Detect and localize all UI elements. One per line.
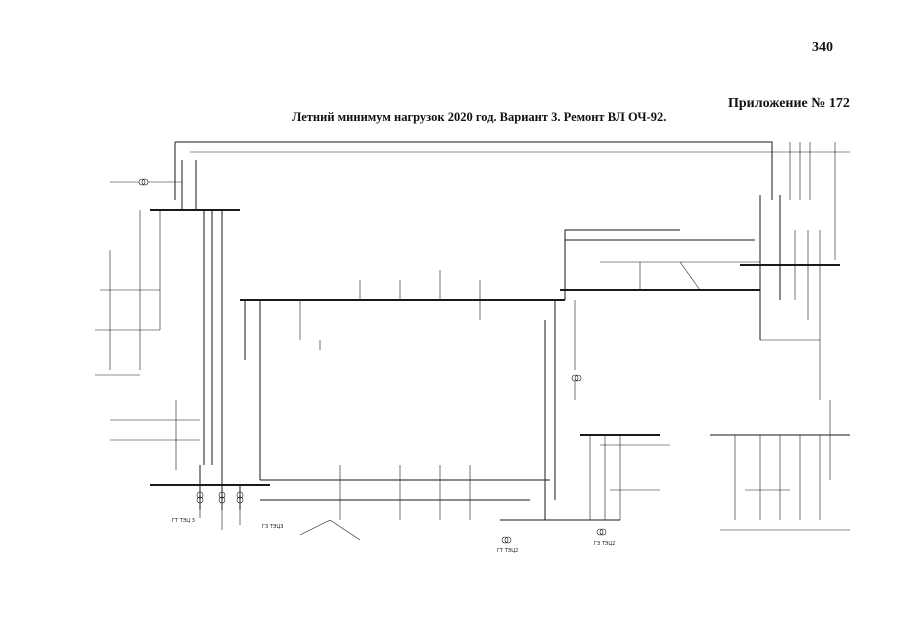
transformer-label-gt-center: ГТ ТЭЦ2 <box>497 548 518 554</box>
left-bottom-bus <box>150 465 270 530</box>
top-feeder <box>174 141 850 260</box>
far-right-substation <box>710 434 850 531</box>
transformer-label-gt-right: ГЗ ТЭЦ2 <box>594 541 615 547</box>
right-station <box>740 195 840 480</box>
center-right-substation <box>560 229 760 400</box>
diagram-title: Летний минимум нагрузок 2020 год. Вариан… <box>292 110 667 124</box>
page-number: 340 <box>812 40 833 55</box>
central-loop <box>240 270 565 541</box>
left-station <box>95 160 240 470</box>
transformer-label-gt-left-1: ГТ ТЭЦ 3 <box>172 518 195 524</box>
appendix-label: Приложение № 172 <box>728 96 850 111</box>
bottom-center-substation <box>500 434 670 544</box>
transformer-label-gt-left-2: ГЗ ТЭЦ3 <box>262 524 283 530</box>
